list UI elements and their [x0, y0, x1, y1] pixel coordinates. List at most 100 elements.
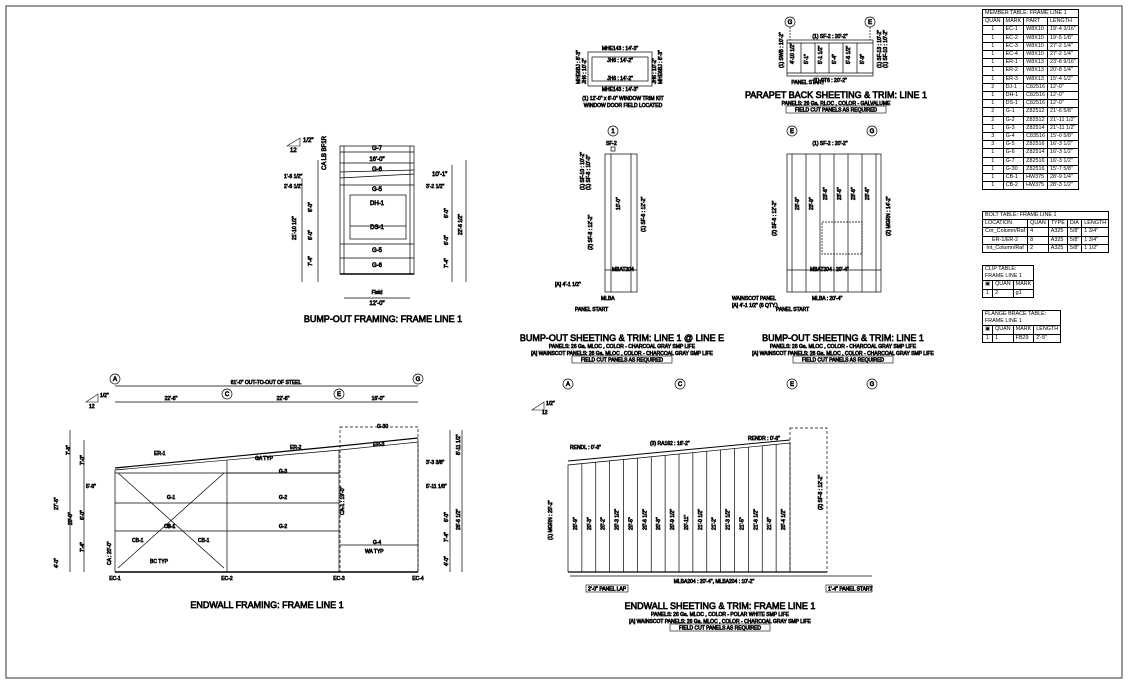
- table-cell: 15'-4 1/2": [1047, 74, 1079, 84]
- table-cell: ER-1/ER-2: [981, 235, 1029, 245]
- svg-text:PANELS: 26 Ga. MLOC , COLOR -: PANELS: 26 Ga. MLOC , COLOR - CHARCOAL G…: [770, 344, 917, 350]
- table-cell: 8: [1027, 235, 1049, 245]
- svg-text:WAINSCOT PANEL: WAINSCOT PANEL: [732, 296, 776, 302]
- table-cell: DH-1: [1002, 91, 1025, 101]
- svg-text:6'-0": 6'-0": [444, 208, 450, 218]
- svg-text:(2) SF-6 : 12'-2": (2) SF-6 : 12'-2": [772, 201, 778, 236]
- svg-text:21'-10 1/2": 21'-10 1/2": [292, 216, 298, 240]
- table-header-cell: LENGTH: [1047, 17, 1079, 27]
- svg-text:FIELD CUT PANELS AS REQUIRED: FIELD CUT PANELS AS REQUIRED: [581, 358, 663, 364]
- svg-text:MBAT204 : 20'-4": MBAT204 : 20'-4": [810, 267, 849, 273]
- svg-text:3'-2 1/2": 3'-2 1/2": [426, 184, 445, 190]
- table-cell: 1: [992, 333, 1014, 343]
- table-cell: 1: [982, 66, 1004, 76]
- svg-text:WA TYP: WA TYP: [365, 549, 384, 555]
- table-cell: 20'-8 1/4": [1047, 66, 1079, 76]
- svg-text:CB-1: CB-1: [132, 538, 144, 544]
- svg-text:MLBA: MLBA: [601, 296, 615, 302]
- table-cell: 1: [981, 288, 994, 298]
- table-cell: 16'-3 1/2": [1047, 140, 1079, 150]
- table-cell: W8X13: [1023, 66, 1049, 76]
- svg-text:CB-1: CB-1: [198, 538, 210, 544]
- table-cell: C82516: [1023, 82, 1049, 93]
- svg-text:CA-1 : 19'-0": CA-1 : 19'-0": [340, 486, 346, 515]
- table-cell: ER-2: [1002, 66, 1025, 76]
- table-cell: 5/8": [1066, 227, 1083, 237]
- svg-text:3'-3 3/8": 3'-3 3/8": [426, 460, 445, 466]
- svg-text:[A] 4'-1 1/2": [A] 4'-1 1/2": [555, 282, 581, 288]
- bump-out-sheeting-line-1: E G (1) SF-2 : 20'-2" 23'-9" 23'-9" 23'-…: [732, 125, 935, 364]
- svg-text:EC-1: EC-1: [109, 576, 121, 582]
- svg-text:A: A: [566, 382, 570, 388]
- svg-text:G-4: G-4: [373, 540, 382, 546]
- svg-text:(1) MGRN : 20'-2": (1) MGRN : 20'-2": [548, 500, 554, 540]
- svg-text:E: E: [337, 392, 341, 398]
- svg-text:PANEL START: PANEL START: [776, 307, 809, 313]
- svg-text:PANELS: 26 Ga. MLOC , COLOR -: PANELS: 26 Ga. MLOC , COLOR - POLAR WHIT…: [651, 612, 790, 618]
- svg-text:PANEL START: PANEL START: [791, 80, 824, 86]
- svg-text:EC-3: EC-3: [333, 576, 345, 582]
- endwall-panel-length: 20'-2": [601, 517, 607, 530]
- svg-text:6'-0": 6'-0": [308, 202, 314, 212]
- table-cell: 1 1/2": [1081, 243, 1110, 254]
- table-cell: 2: [982, 115, 1004, 125]
- svg-text:DS-1: DS-1: [370, 225, 384, 231]
- svg-text:12: 12: [290, 148, 297, 154]
- svg-text:12'-0": 12'-0": [369, 301, 384, 307]
- svg-text:(1) SF-10 : 10'-2": (1) SF-10 : 10'-2": [580, 152, 586, 190]
- table-cell: A325: [1047, 243, 1068, 254]
- table-cell: A325: [1047, 227, 1068, 237]
- table-cell: 27'-2 1/4": [1047, 41, 1079, 52]
- svg-text:MHE6BJ : 8'-3": MHE6BJ : 8'-3": [576, 50, 582, 84]
- table-cell: 21'-6 5/8": [1047, 107, 1079, 117]
- svg-text:G-1: G-1: [167, 524, 176, 530]
- table-cell: 1: [982, 25, 1004, 35]
- svg-text:CB-1: CB-1: [164, 524, 176, 530]
- svg-text:6'-0": 6'-0": [80, 510, 86, 520]
- table-cell: 2: [1027, 243, 1049, 254]
- svg-text:C: C: [225, 392, 230, 398]
- svg-text:MLBA : 20'-4": MLBA : 20'-4": [812, 296, 842, 302]
- table-cell: 2'-5": [1033, 333, 1062, 343]
- table-cell: 2: [982, 107, 1004, 117]
- table-cell: A325: [1047, 235, 1068, 245]
- svg-text:5'-8": 5'-8": [86, 484, 96, 490]
- svg-text:(1) SF-13 : 10'-2": (1) SF-13 : 10'-2": [877, 30, 883, 68]
- table-header-cell: LOCATION: [981, 219, 1029, 229]
- endwall-panel-length: 21'-6 1/2": [753, 509, 759, 530]
- endwall-panel-length: 21'-0 1/2": [698, 509, 704, 530]
- table-cell: C83516: [1023, 132, 1049, 142]
- svg-text:7'-0": 7'-0": [80, 455, 86, 465]
- svg-text:E: E: [790, 382, 794, 388]
- table-cell: 23'-8 9/16": [1047, 58, 1079, 68]
- table-header-cell: QUAN: [992, 280, 1014, 290]
- svg-text:20'-0": 20'-0": [68, 512, 74, 525]
- table-cell: G-5: [1002, 140, 1025, 150]
- table-cell: 5/8": [1066, 235, 1083, 245]
- bump-line-1-title: BUMP-OUT SHEETING & TRIM: LINE 1: [762, 333, 924, 343]
- svg-text:ER-3: ER-3: [373, 442, 385, 448]
- svg-text:JH6 : 10'-2": JH6 : 10'-2": [652, 58, 658, 84]
- table-cell: W8X10: [1023, 50, 1049, 60]
- svg-text:MBAT204: MBAT204: [612, 267, 634, 273]
- svg-text:(1) SF-8 : 10'-0": (1) SF-8 : 10'-0": [586, 155, 592, 190]
- svg-text:27'-6": 27'-6": [54, 497, 60, 510]
- endwall-sheeting-title: ENDWALL SHEETING & TRIM: FRAME LINE 1: [625, 601, 816, 611]
- table-cell: 1: [981, 333, 994, 343]
- table-cell: 1: [982, 173, 1004, 183]
- svg-text:BC TYP: BC TYP: [150, 559, 169, 565]
- table-cell: EC-4: [1002, 50, 1025, 60]
- svg-text:G: G: [870, 382, 875, 388]
- svg-text:(1) ST6 : 20'-2": (1) ST6 : 20'-2": [813, 78, 847, 84]
- table-cell: ER-1: [1002, 58, 1025, 68]
